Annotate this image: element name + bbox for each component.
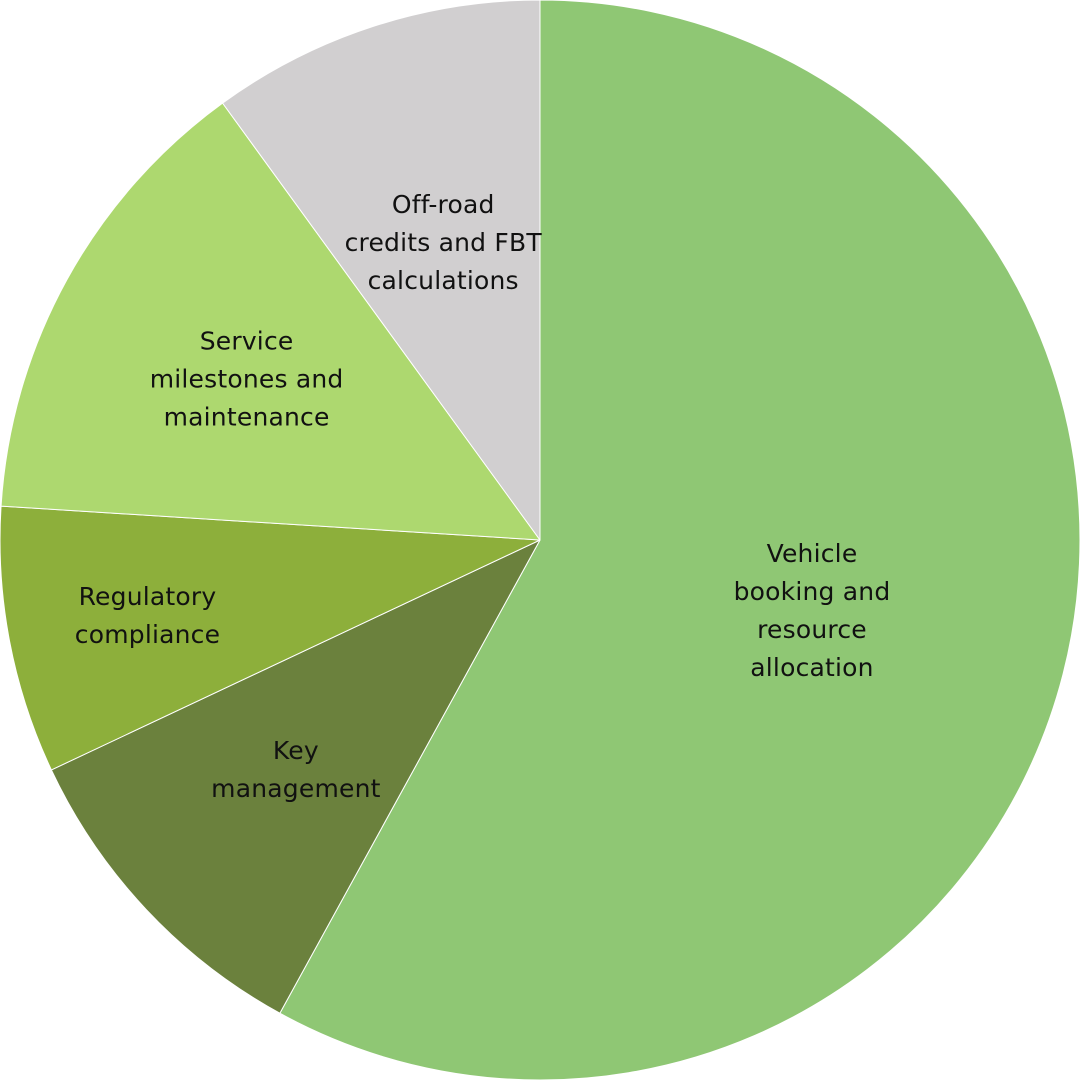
- pie-slice: [0, 102, 541, 541]
- pie-slice-label-line: Off-road: [392, 190, 495, 219]
- pie-slice-label-line: milestones and: [150, 365, 344, 394]
- pie-slice: [0, 505, 541, 771]
- pie-slice-label-line: Regulatory: [79, 582, 217, 611]
- pie-slice-label-line: Vehicle: [767, 539, 858, 568]
- pie-slice: [279, 0, 1080, 1080]
- pie-slice-label-line: resource: [757, 615, 867, 644]
- pie-slice-label-line: maintenance: [164, 403, 330, 432]
- pie-slice-label-line: Service: [200, 327, 294, 356]
- pie-slice-label-line: credits and FBT: [345, 228, 543, 257]
- pie-slice-label-line: Key: [273, 736, 319, 765]
- pie-slice-label-line: management: [211, 774, 380, 803]
- pie-slice-label-line: compliance: [75, 620, 220, 649]
- pie-slice-label: Off-road credits and FBT calculations: [345, 190, 543, 295]
- pie-slice-label-line: booking and: [734, 577, 891, 606]
- pie-slice: [50, 539, 541, 1014]
- pie-slice-label: Regulatory compliance: [75, 582, 220, 649]
- pie-slice-label: Vehicle booking and resource allocation: [734, 539, 891, 682]
- pie-slice-label: Service milestones and maintenance: [150, 327, 344, 432]
- pie-slice-label-line: calculations: [368, 266, 519, 295]
- pie-slice-label-line: allocation: [750, 653, 873, 682]
- pie-slice-label: Key management: [211, 736, 380, 803]
- pie-slice: [222, 0, 541, 541]
